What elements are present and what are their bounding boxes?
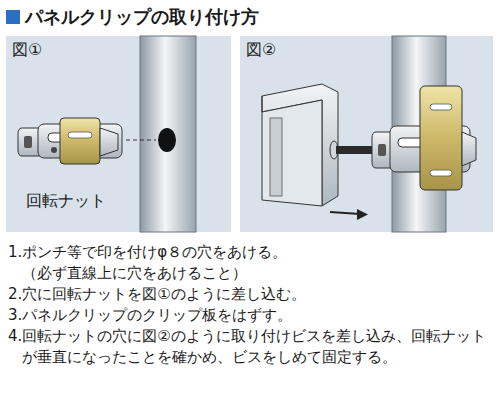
push-arrow: [330, 209, 368, 220]
instruction-step: 3.パネルクリップのクリップ板をはずす。: [8, 305, 492, 326]
rotating-nut: [372, 86, 476, 190]
pole: [140, 36, 196, 232]
bracket: [262, 84, 338, 206]
screw: [330, 141, 372, 159]
note: （必ず直線上に穴をあけること）: [8, 263, 492, 284]
hole: [158, 128, 176, 152]
title-square: [6, 10, 20, 24]
panel-ground: [6, 36, 231, 232]
guide-line: [126, 139, 156, 140]
figure-panel: 図②: [240, 36, 493, 232]
figure-number: 図①: [6, 36, 48, 64]
instruction-step: 1.ポンチ等で印を付けφ８の穴をあける。: [8, 242, 492, 263]
figure-number: 図②: [240, 36, 282, 64]
instruction-step: 4.回転ナットの穴に図②のように取り付けビスを差し込み、回転ナットが垂直になった…: [8, 326, 492, 368]
instructions: 1.ポンチ等で印を付けφ８の穴をあける。（必ず直線上に穴をあけること）2.穴に回…: [8, 242, 492, 368]
panel-ground: [240, 36, 493, 232]
part-name: 回転ナット: [26, 190, 106, 212]
instruction-step: 2.穴に回転ナットを図①のように差し込む。: [8, 284, 492, 305]
title: パネルクリップの取り付け方: [25, 5, 259, 29]
rotating-nut: [18, 118, 122, 164]
